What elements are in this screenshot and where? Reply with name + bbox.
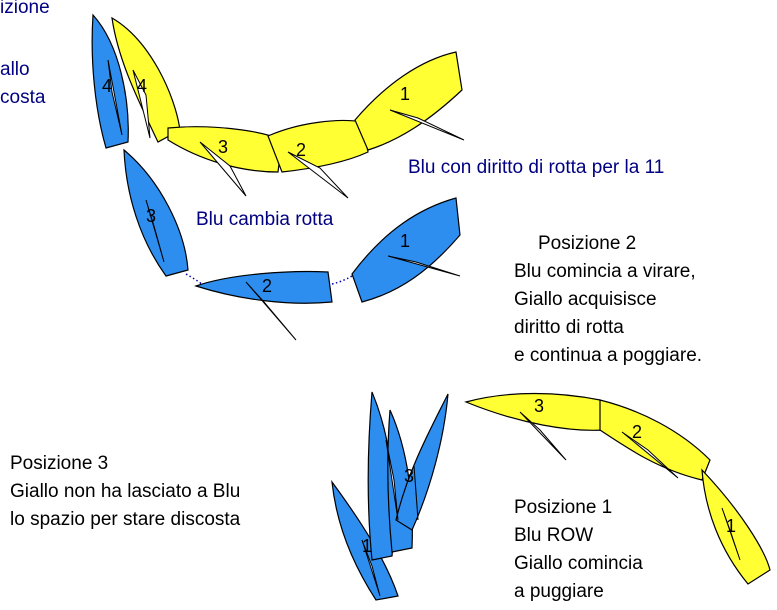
pos3-line-2: Giallo non ha lasciato a Blu <box>10 481 241 502</box>
svg-text:3: 3 <box>404 466 414 486</box>
svg-text:1: 1 <box>400 231 410 251</box>
yellow-boat-2-top: 2 <box>267 119 369 199</box>
pos2-line-5: e continua a poggiare. <box>514 345 703 366</box>
blue-boat-1-top: 1 <box>351 197 461 303</box>
pos1-line-3: Giallo comincia <box>514 553 643 574</box>
label-top-left-2: allo <box>0 59 30 80</box>
pos1-line-2: Blu ROW <box>514 525 594 546</box>
svg-text:4: 4 <box>137 76 147 96</box>
pos2-line-2: Blu comincia a virare, <box>514 261 696 282</box>
pos3-line-1: Posizione 3 <box>10 453 109 474</box>
blue-boat-cluster-bottom: 3 1 <box>331 391 449 601</box>
blue-boat-2-top: 2 <box>194 270 333 341</box>
yellow-boat-1-bottom: 1 <box>701 468 771 585</box>
label-top-left-1: izione <box>0 0 50 18</box>
pos3-line-3: lo spazio per stare discosta <box>10 509 241 530</box>
svg-text:3: 3 <box>534 396 544 416</box>
label-blu-cambia-rotta: Blu cambia rotta <box>196 209 334 230</box>
svg-text:1: 1 <box>362 536 372 556</box>
svg-text:3: 3 <box>146 206 156 226</box>
pos2-line-4: diritto di rotta <box>514 317 624 338</box>
yellow-boat-1-top: 1 <box>354 51 465 151</box>
label-top-left-3: costa <box>0 87 46 108</box>
yellow-boat-2-bottom: 2 <box>599 399 711 481</box>
svg-text:1: 1 <box>400 84 410 104</box>
svg-text:2: 2 <box>262 276 272 296</box>
yellow-boat-3-top: 3 <box>167 126 283 197</box>
pos1-line-1: Posizione 1 <box>514 497 613 518</box>
svg-text:4: 4 <box>102 76 112 96</box>
pos2-line-3: Giallo acquisisce <box>514 289 657 310</box>
svg-text:2: 2 <box>296 140 306 160</box>
svg-text:2: 2 <box>632 422 642 442</box>
svg-text:1: 1 <box>726 516 736 536</box>
blue-boat-3-top: 3 <box>123 148 189 277</box>
pos1-line-4: a puggiare <box>514 581 604 602</box>
pos2-line-1: Posizione 2 <box>538 233 637 254</box>
blue-boat-4-top: 4 <box>91 13 129 149</box>
svg-text:3: 3 <box>218 137 228 157</box>
label-blu-diritto: Blu con diritto di rotta per la 11 <box>408 157 665 178</box>
yellow-boat-3-bottom: 3 <box>464 392 605 461</box>
